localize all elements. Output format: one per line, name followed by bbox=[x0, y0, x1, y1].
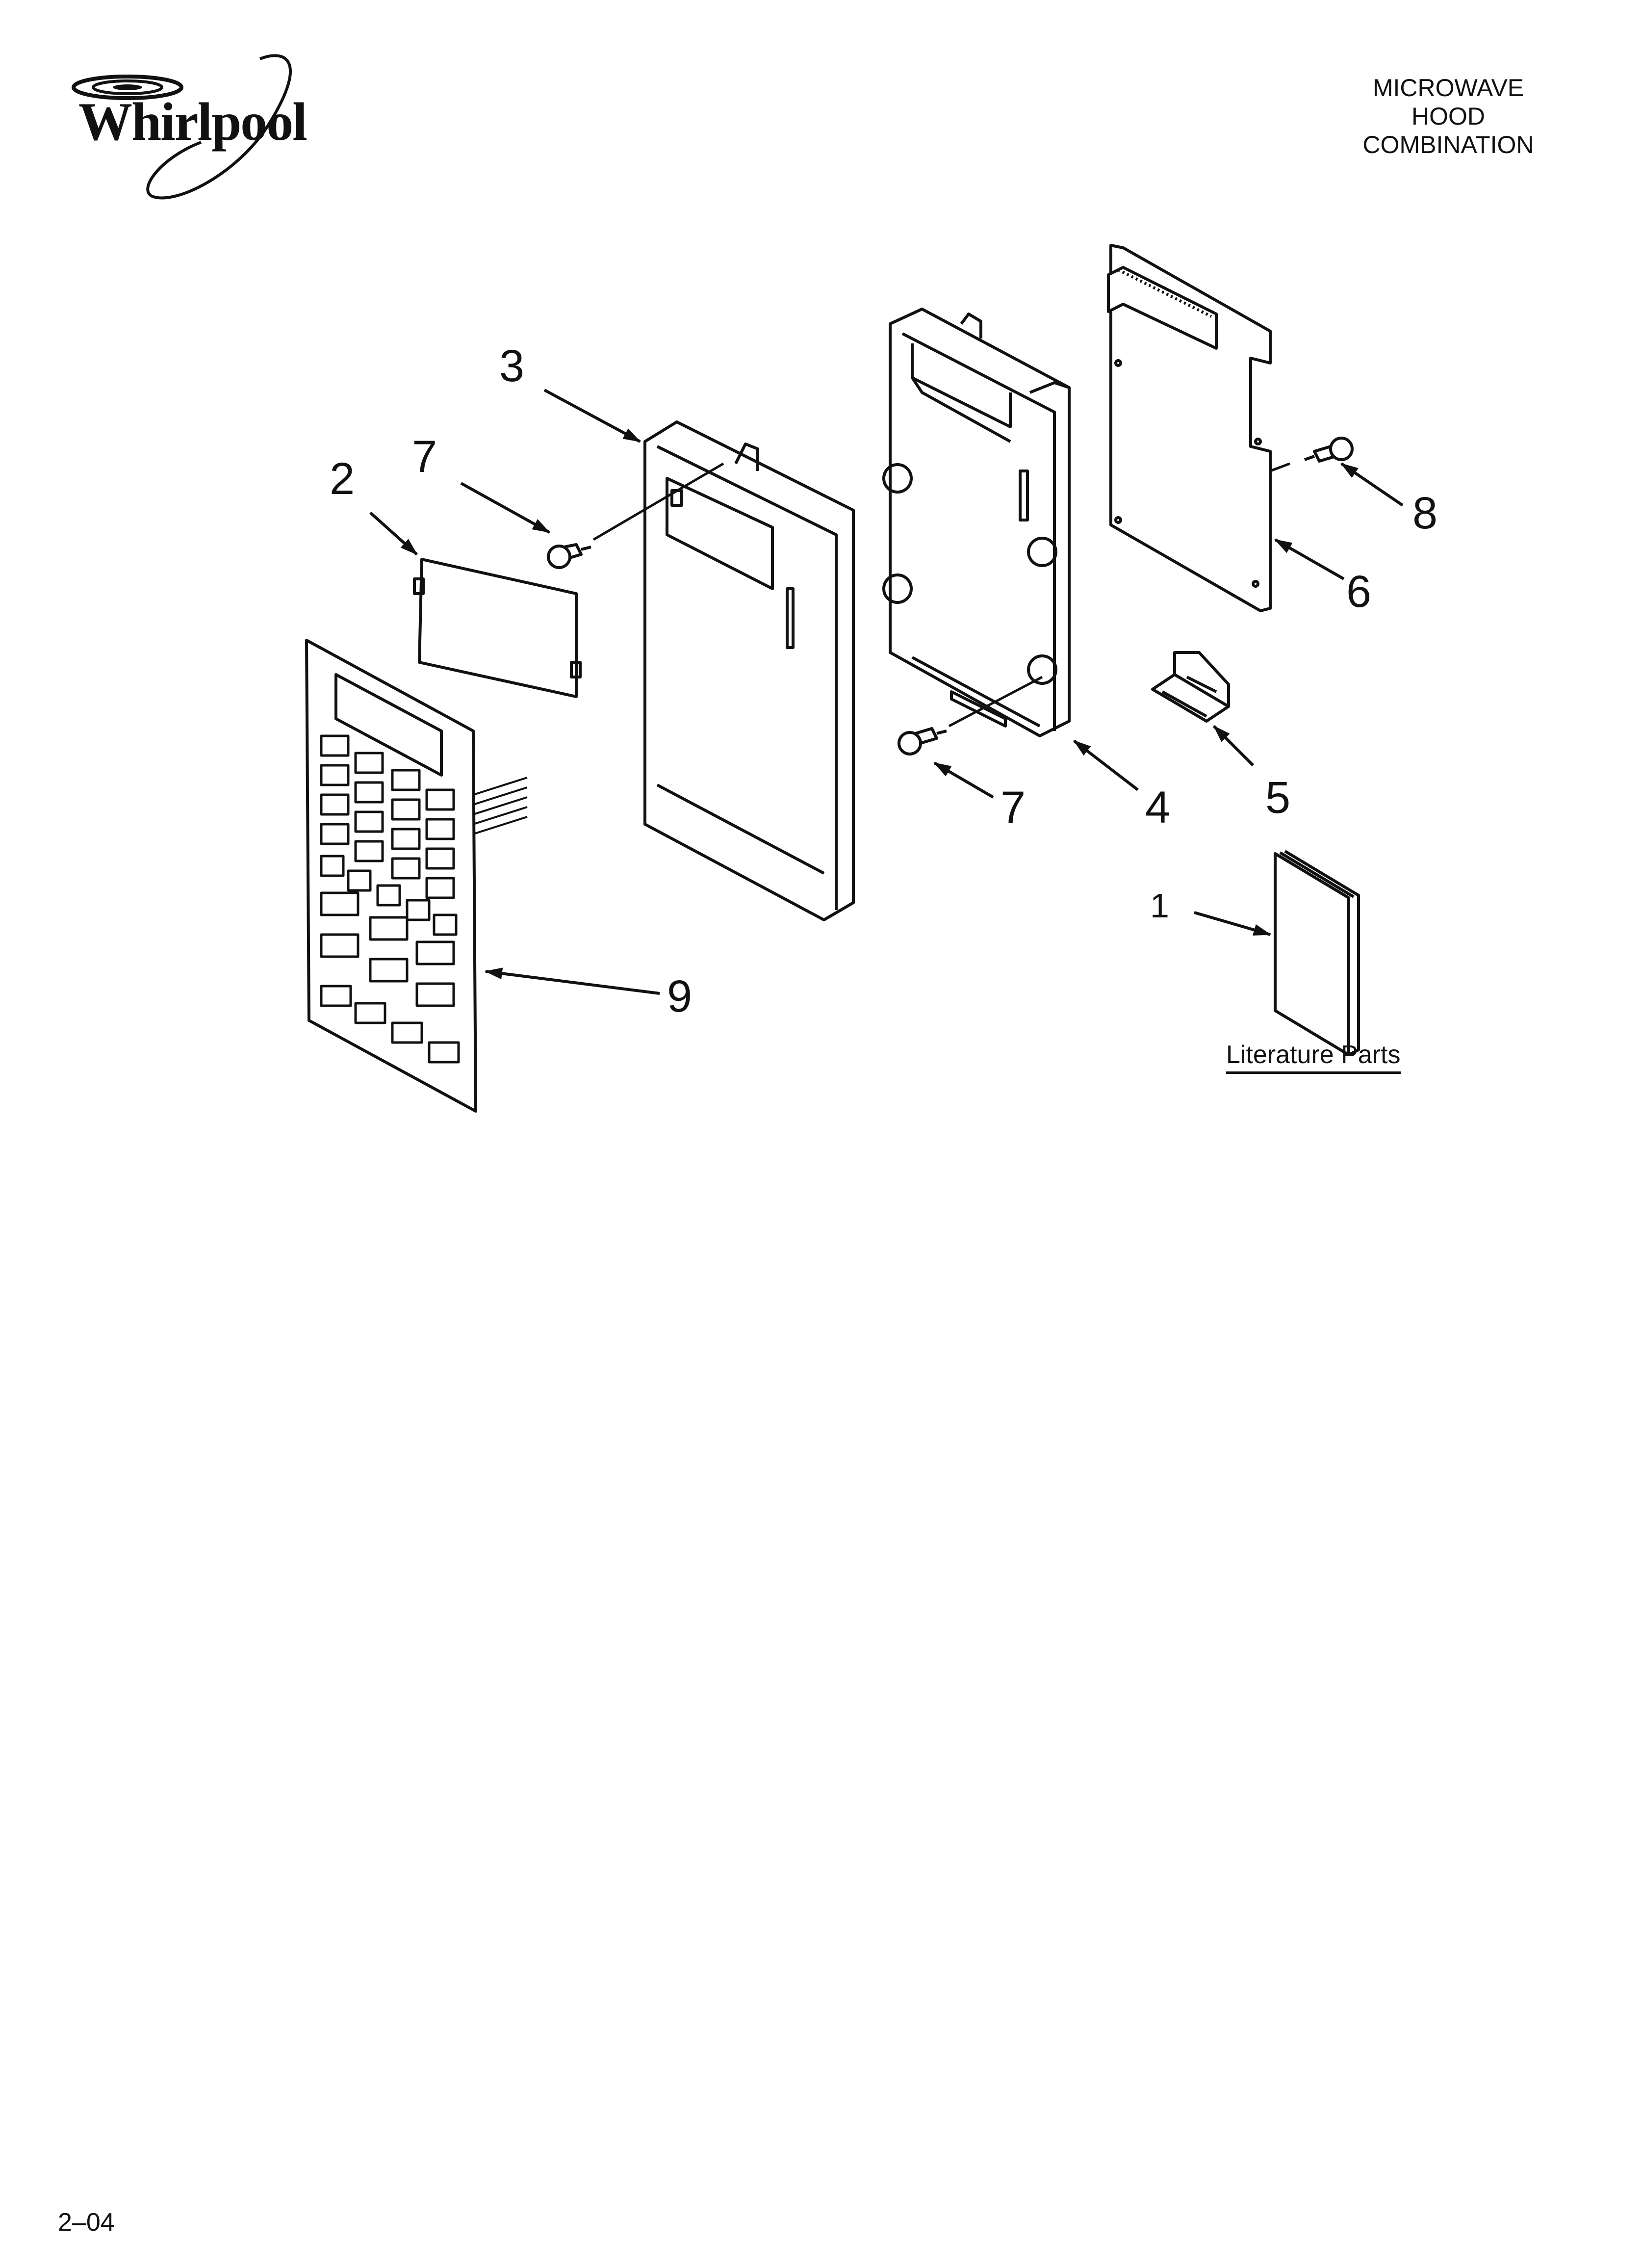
title-line: MICROWAVE bbox=[1372, 74, 1524, 102]
circuit-board bbox=[1107, 244, 1272, 612]
callout-7: 7 bbox=[412, 432, 437, 482]
arrow-4 bbox=[1073, 739, 1139, 791]
callout-3: 3 bbox=[499, 341, 525, 391]
title-line: HOOD bbox=[1411, 103, 1485, 130]
page-code: 2–04 bbox=[58, 2208, 115, 2237]
callout-1: 1 bbox=[1150, 886, 1169, 925]
exploded-parts-diagram bbox=[305, 244, 1404, 1113]
callout-8: 8 bbox=[1412, 488, 1438, 538]
control-panel-housing bbox=[882, 308, 1071, 737]
callout-9: 9 bbox=[667, 971, 693, 1021]
arrow-2 bbox=[369, 511, 418, 556]
control-panel-frame bbox=[643, 420, 855, 921]
keypad-membrane bbox=[305, 639, 528, 1113]
title-line: COMBINATION bbox=[1362, 131, 1534, 158]
literature-booklet bbox=[1274, 850, 1360, 1056]
screw bbox=[547, 543, 591, 569]
arrow-6 bbox=[1274, 538, 1345, 580]
display-window bbox=[413, 558, 582, 698]
brand-name: Whirlpool bbox=[78, 92, 308, 152]
arrow-7b bbox=[933, 761, 994, 799]
arrow-8 bbox=[1340, 462, 1404, 507]
arrow-1 bbox=[1194, 911, 1271, 936]
callout-7: 7 bbox=[1001, 782, 1026, 833]
arrow-7a bbox=[460, 482, 550, 534]
literature-parts-label: Literature Parts bbox=[1226, 1040, 1401, 1074]
bracket-clip bbox=[1151, 651, 1230, 723]
arrow-9 bbox=[485, 967, 660, 995]
arrow-3 bbox=[543, 389, 641, 443]
whirlpool-logo bbox=[72, 54, 292, 200]
callout-5: 5 bbox=[1265, 773, 1291, 823]
screw bbox=[898, 727, 947, 756]
screw bbox=[1304, 437, 1354, 463]
callout-6: 6 bbox=[1346, 567, 1372, 617]
callout-4: 4 bbox=[1145, 782, 1171, 833]
arrow-5 bbox=[1212, 725, 1255, 767]
callout-2: 2 bbox=[330, 454, 355, 504]
product-title: MICROWAVE HOOD COMBINATION bbox=[1321, 74, 1576, 159]
